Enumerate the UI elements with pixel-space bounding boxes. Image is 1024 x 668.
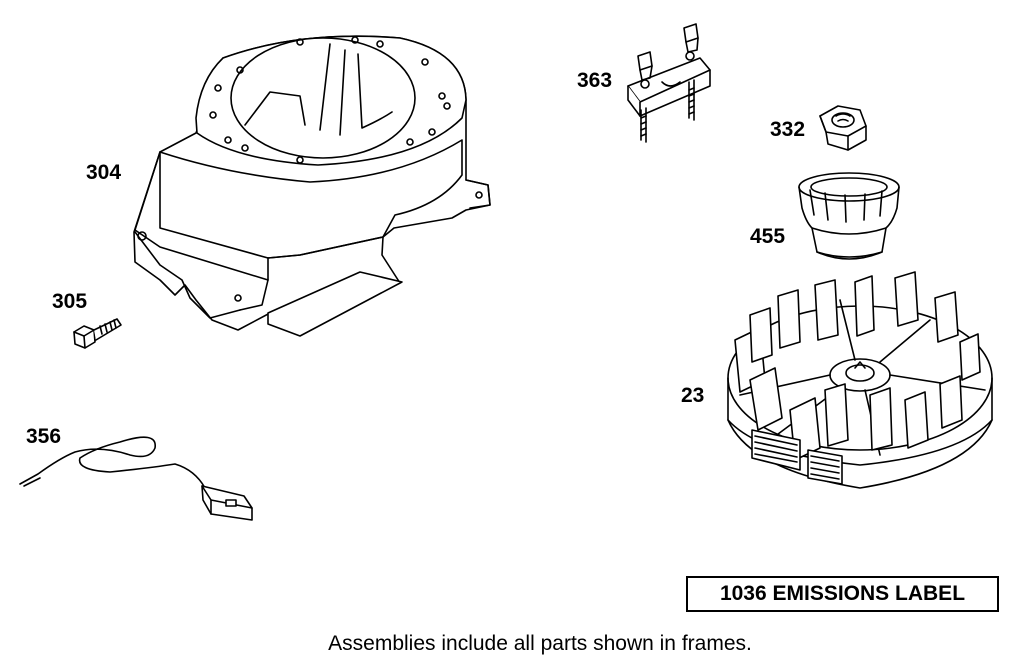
screw-icon: [73, 318, 122, 349]
callout-356: 356: [26, 425, 62, 448]
bracket-assembly-icon: [627, 23, 711, 143]
cup-icon: [798, 172, 900, 260]
callout-332: 332: [770, 118, 806, 141]
callout-363: 363: [577, 69, 613, 92]
nut-icon: [819, 105, 867, 151]
footer-note: Assemblies include all parts shown in fr…: [328, 632, 752, 655]
callout-455: 455: [750, 225, 786, 248]
ground-wire-icon: [19, 436, 253, 521]
blower-housing-icon: [133, 35, 491, 337]
flywheel-icon: [727, 271, 993, 489]
callout-304: 304: [86, 161, 122, 184]
emissions-label-text: 1036 EMISSIONS LABEL: [719, 582, 966, 605]
callout-305: 305: [52, 290, 88, 313]
callout-23: 23: [681, 384, 705, 407]
emissions-label-frame: 1036 EMISSIONS LABEL: [686, 576, 999, 612]
